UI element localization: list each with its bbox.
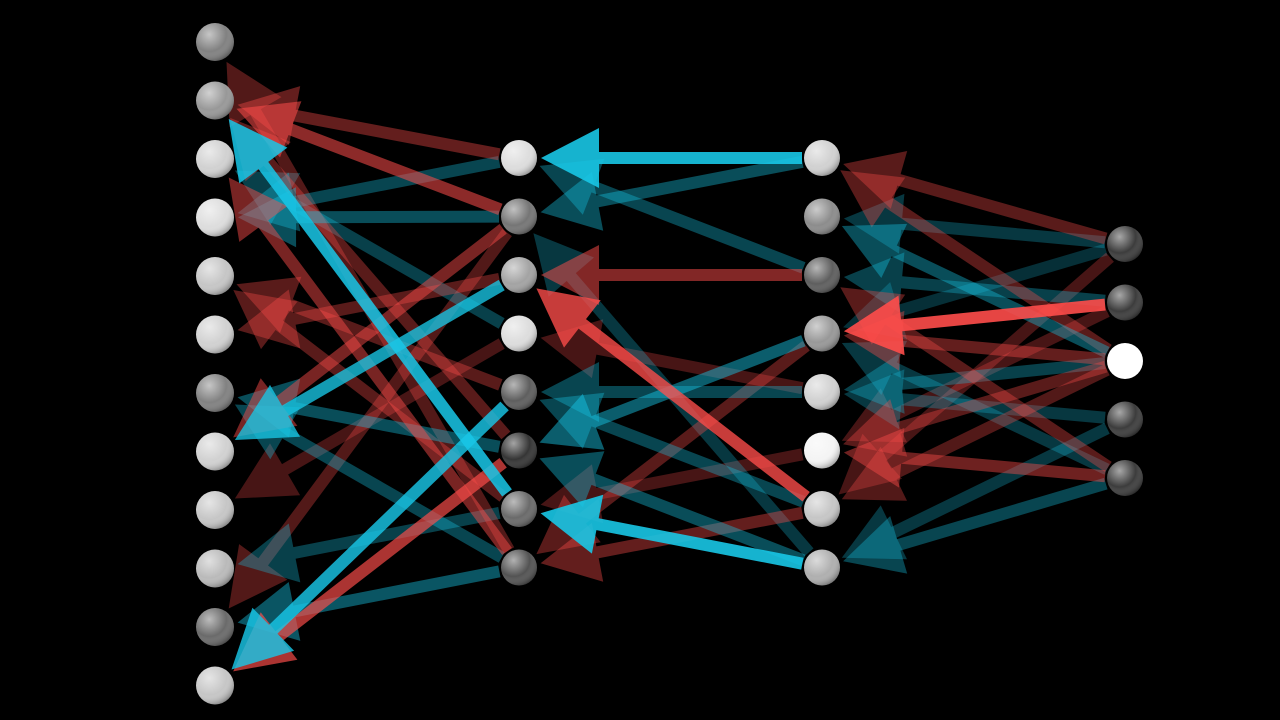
neuron-shading [804,549,840,586]
neuron-shading [804,198,840,235]
weight-arrow [237,378,501,453]
neuron-shading [804,432,840,469]
neuron-shading [1107,284,1143,321]
neuron-shading [501,198,537,235]
weight-arrow [237,86,501,161]
neuron [1107,343,1143,379]
weight-arrow [536,341,810,555]
weight-arrow [231,401,509,670]
neuron-shading [196,140,234,178]
weight-arrow [539,158,806,274]
weight-arrow [540,494,804,570]
weight-arrow [234,404,505,563]
weight-arrow [233,290,507,502]
input-layer [196,23,234,705]
weight-arrow [238,187,499,248]
weight-arrow [539,392,806,508]
weight-arrow [841,340,1110,475]
weight-arrow [236,101,503,215]
neuron-shading [501,257,537,293]
neuron-shading [501,140,537,176]
weight-arrow [841,223,1110,358]
weight-arrow [237,273,501,349]
neuron-shading [196,257,234,295]
weight-arrow [843,477,1108,574]
neuron-shading [1107,226,1143,262]
neuron-shading [196,23,234,61]
weight-arrow [234,338,505,499]
weight-arrow [540,155,804,231]
neuron-shading [196,315,234,354]
weight-arrow [540,448,804,524]
neuron-shading [1107,401,1143,438]
neuron-shading [196,81,234,120]
weight-arrow [841,364,1110,501]
weight-arrow [843,310,1106,371]
neuron-shading [196,666,234,705]
neuron-shading [196,374,234,412]
weight-arrow [236,276,503,391]
neuron-shading [196,608,234,646]
weight-arrow [843,252,1106,313]
neuron-shading [501,374,537,410]
weight-arrow [843,427,1106,488]
weight-arrow [843,151,1108,245]
neuron-layers [196,23,1143,705]
neuron-shading [501,432,537,469]
neuron-shading [196,491,234,529]
neuron-shading [804,374,840,410]
weight-arrow [841,422,1110,560]
neuron-shading [804,491,840,527]
weight-arrow [540,506,804,582]
neuron-shading [804,140,840,176]
weight-arrow [541,245,802,305]
weight-arrow [230,117,511,440]
backprop-arrows [226,61,1114,672]
hidden-layer-1 [501,140,537,586]
weight-arrow [237,507,501,583]
weight-arrow [843,360,1108,457]
neuron-shading [1107,460,1143,496]
weight-arrow [843,295,1106,356]
neuron-shading [804,315,840,352]
hidden-layer-2 [804,140,840,586]
neuron-shading [501,315,537,352]
neuron-shading [804,257,840,293]
weight-arrow [233,458,507,672]
weight-arrow [843,354,1106,414]
weight-arrow [536,288,810,502]
weight-arrow [540,319,804,395]
neuron-shading [196,432,234,471]
weight-arrow [233,224,507,438]
neuron-shading [196,549,234,588]
weight-arrow [843,193,1106,254]
weight-arrow [237,565,501,641]
weight-arrow [840,287,1112,472]
weight-arrow [228,119,512,497]
weight-arrow [539,451,806,566]
output-layer [1107,226,1143,496]
weight-arrow [843,369,1106,430]
weight-arrow [237,156,501,232]
weight-arrow [234,279,505,440]
neuron-shading [196,198,234,237]
weight-arrow [843,243,1108,340]
neuron-shading [501,549,537,586]
neuron-shading [501,491,537,527]
weight-arrow [841,305,1110,443]
weight-arrow [541,128,802,188]
